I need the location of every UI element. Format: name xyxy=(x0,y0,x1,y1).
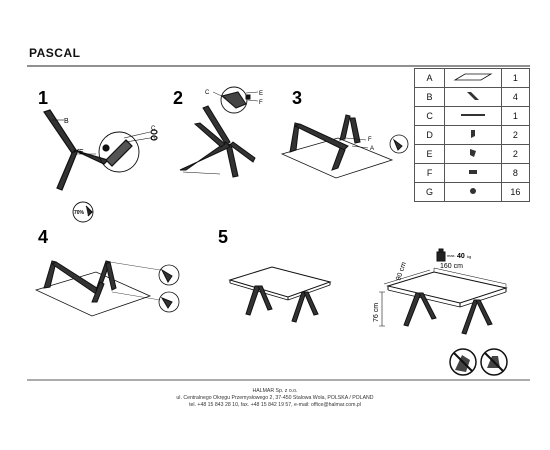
footer-address: ul. Centralnego Okręgu Przemysłowego 2, … xyxy=(176,395,374,401)
dim-height: 76 cm xyxy=(373,303,380,322)
torque-label: 70% xyxy=(74,210,85,216)
footer-contact: tel. +48 15 843 28 10, fax. +48 15 842 1… xyxy=(189,402,361,408)
callout-c: C xyxy=(151,126,156,132)
load-value: 40 xyxy=(457,253,465,260)
glass-top-outline-step4 xyxy=(34,271,152,317)
part-label: C xyxy=(413,106,446,126)
table-top-outline xyxy=(228,266,332,298)
step-5-illustration xyxy=(228,266,332,323)
part-quantity: 1 xyxy=(500,68,531,88)
allen-key-circle xyxy=(72,201,94,223)
part-quantity: 2 xyxy=(500,144,531,164)
step-2-number: 2 xyxy=(173,88,183,108)
no-stand-warning-icon xyxy=(449,348,477,376)
bolt-icon xyxy=(444,163,502,183)
part-label: E xyxy=(413,144,446,164)
footer: HALMAR Sp. z o.o. ul. Centralnego Okręgu… xyxy=(0,388,550,409)
callout-f-step3: F xyxy=(368,137,372,143)
product-title: PASCAL xyxy=(29,46,81,60)
allen-key-icon xyxy=(444,125,502,145)
callout-f-step2: F xyxy=(259,100,263,106)
footer-company: HALMAR Sp. z o.o. xyxy=(252,388,298,394)
step-1-number: 1 xyxy=(38,88,48,108)
weight-icon xyxy=(436,248,446,262)
pad-detail-circle-1 xyxy=(158,264,180,286)
part-quantity: 2 xyxy=(500,125,531,145)
pad-icon xyxy=(444,182,502,202)
part-label: F xyxy=(413,163,446,183)
bolt-detail-circle-step3 xyxy=(389,134,409,154)
dim-length: 160 cm xyxy=(440,263,463,270)
rod-icon xyxy=(444,106,502,126)
step-1-illustration xyxy=(43,109,158,223)
step-2-illustration xyxy=(179,86,259,178)
leg-b xyxy=(43,109,77,154)
dimension-drawing xyxy=(379,267,508,335)
part-label: B xyxy=(413,87,446,107)
pad-detail-circle-2 xyxy=(158,291,180,313)
callout-a-step3: A xyxy=(370,146,374,152)
no-sit-warning-icon xyxy=(480,348,508,376)
step-5-number: 5 xyxy=(218,227,228,247)
screw-detail-circle xyxy=(98,131,140,173)
bolt-detail-circle xyxy=(220,86,248,114)
leg-b-lower xyxy=(56,148,80,191)
load-unit: kg xyxy=(467,254,471,259)
part-label: G xyxy=(413,182,446,202)
part-quantity: 8 xyxy=(500,163,531,183)
dim-depth: 90 cm xyxy=(395,261,408,281)
part-quantity: 4 xyxy=(500,87,531,107)
part-quantity: 1 xyxy=(500,106,531,126)
wrench-icon xyxy=(444,144,502,164)
step-4-number: 4 xyxy=(38,227,48,247)
callout-e-step2: E xyxy=(259,91,263,97)
glass-top-icon xyxy=(444,68,502,88)
part-label: D xyxy=(413,125,446,145)
callout-b: B xyxy=(64,118,69,125)
part-quantity: 16 xyxy=(500,182,531,202)
callout-c-step2: C xyxy=(205,90,210,96)
callout-e: E xyxy=(79,149,84,156)
callout-g: G xyxy=(151,136,156,142)
load-label: max. xyxy=(447,253,456,258)
part-label: A xyxy=(413,68,446,88)
dim-table-top xyxy=(386,271,508,304)
step-4-illustration xyxy=(34,260,180,317)
step-3-number: 3 xyxy=(292,88,302,108)
step-3-illustration xyxy=(280,114,409,179)
parts-row: G 16 xyxy=(413,182,531,202)
leg-icon xyxy=(444,87,502,107)
glass-top-outline xyxy=(280,137,394,179)
